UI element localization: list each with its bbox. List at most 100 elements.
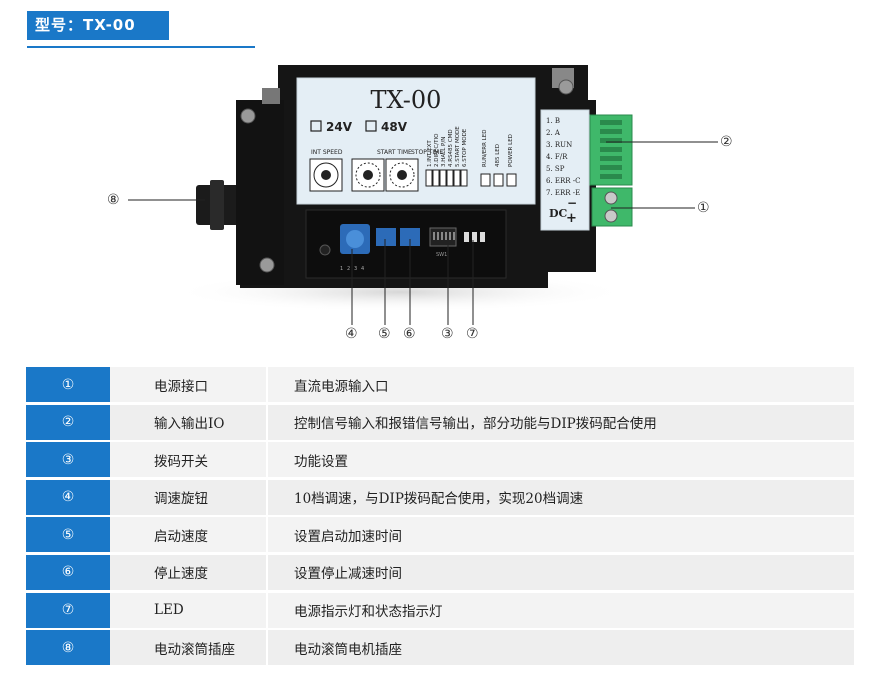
dip-diagram-1 <box>425 169 433 187</box>
knob-label-stop-time: STOP TIME <box>411 149 443 156</box>
dip-label-4: 4.RS485 CMD <box>448 129 454 167</box>
board-pin-label-1: 1 <box>340 266 343 272</box>
screw-top-left <box>240 108 256 124</box>
io-pin-6: 6. ERR -C <box>546 177 581 185</box>
callout-8: ⑧ <box>107 192 120 208</box>
row-number: ④ <box>26 479 110 515</box>
io-terminal-slot-2 <box>600 129 622 134</box>
board-pin-label-4: 4 <box>361 266 364 272</box>
io-terminal-slot-6 <box>600 165 622 170</box>
row-name: 调速旋钮 <box>110 479 268 515</box>
dip-switch-diagram <box>425 169 468 187</box>
row-description: 10档调速，与DIP拨码配合使用，实现20档调速 <box>294 491 584 508</box>
table-row: ① 电源接口 直流电源输入口 <box>26 367 854 402</box>
table-row: ④ 调速旋钮 10档调速，与DIP拨码配合使用，实现20档调速 <box>26 479 854 515</box>
dip-diagram-3 <box>439 169 447 187</box>
row-number: ① <box>26 367 110 402</box>
voltage-box-24v <box>310 120 322 132</box>
dc-terminal-screw-1 <box>604 191 618 205</box>
knob-label-start-time: START TIME <box>377 149 412 156</box>
stop-time-dial-icon <box>389 162 415 188</box>
model-title: 型号：TX-00 <box>27 11 169 40</box>
table-row: ② 输入输出IO 控制信号输入和报错信号输出，部分功能与DIP拨码配合使用 <box>26 404 854 440</box>
mount-tab-left <box>262 88 280 104</box>
dip-switch-lever-3[interactable] <box>441 232 443 240</box>
dip-label-3: 3.HALL P/N <box>441 137 447 167</box>
callout-6: ⑥ <box>403 326 416 342</box>
row-description: 控制信号输入和报错信号输出，部分功能与DIP拨码配合使用 <box>294 416 657 433</box>
io-pin-5: 5. SP <box>546 165 565 173</box>
led-diagram-485 <box>493 173 504 187</box>
stop-time-pot[interactable] <box>400 228 420 246</box>
dip-label-6: 6.STOP MODE <box>462 128 468 167</box>
device-left-wing <box>236 100 284 285</box>
row-name: 电源接口 <box>110 367 268 402</box>
voltage-48v-label: 48V <box>381 120 408 134</box>
row-name: 启动速度 <box>110 517 268 553</box>
row-description: 电源指示灯和状态指示灯 <box>294 604 443 621</box>
knob-label-int-speed: INT SPEED <box>311 149 343 156</box>
table-row: ⑤ 启动速度 设置启动加速时间 <box>26 517 854 553</box>
led-power <box>480 232 485 242</box>
dip-switch-lever-4[interactable] <box>445 232 447 240</box>
dip-diagram-4 <box>446 169 454 187</box>
dip-diagram-5 <box>453 169 461 187</box>
row-description: 功能设置 <box>294 453 348 470</box>
io-label-panel <box>540 109 590 231</box>
dip-switch-lever-5[interactable] <box>449 232 451 240</box>
io-pin-3: 3. RUN <box>546 141 572 149</box>
dip-label-2: 2.DIREC/TIO <box>434 133 440 167</box>
row-name: 输入输出IO <box>110 404 268 440</box>
led-label-run-err: RUN/ERR LED <box>482 130 488 167</box>
row-name: 拨码开关 <box>110 442 268 478</box>
row-description: 电动滚筒电机插座 <box>294 641 402 658</box>
row-name: LED <box>110 592 268 628</box>
table-row: ⑥ 停止速度 设置停止减速时间 <box>26 554 854 590</box>
dip-diagram-6 <box>460 169 468 187</box>
io-terminal-slot-5 <box>600 156 622 161</box>
row-description: 设置启动加速时间 <box>294 528 402 545</box>
start-time-dial-icon <box>355 162 381 188</box>
io-terminal-slot-3 <box>600 138 622 143</box>
panel-title: TX-00 <box>371 86 442 114</box>
dc-minus: − <box>567 196 577 210</box>
dc-plus: + <box>566 211 577 226</box>
dip-switch-lever-2[interactable] <box>437 232 439 240</box>
io-pin-2: 2. A <box>546 129 561 137</box>
title-underline <box>27 46 255 48</box>
dip-small-label: SW1 <box>436 252 447 258</box>
row-name: 电动滚筒插座 <box>110 630 268 666</box>
device-illustration: TX-00 24V 48V INT SPEED START TIME STOP … <box>0 60 885 350</box>
led-485 <box>472 232 477 242</box>
board-pin-label-2: 2 <box>347 266 350 272</box>
row-number: ⑧ <box>26 630 110 666</box>
led-label-485: 485 LED <box>495 144 501 167</box>
row-number: ⑦ <box>26 592 110 628</box>
row-description: 直流电源输入口 <box>294 378 389 395</box>
dip-label-1: 1.INT/EXT <box>427 140 433 167</box>
callout-1: ① <box>697 200 710 216</box>
led-run <box>464 232 469 242</box>
dip-diagram-2 <box>432 169 440 187</box>
speed-knob-dial[interactable] <box>346 230 364 248</box>
io-terminal-slot-7 <box>600 174 622 179</box>
dip-switch-lever-6[interactable] <box>453 232 455 240</box>
row-description: 设置停止减速时间 <box>294 566 402 583</box>
callout-3: ③ <box>441 326 454 342</box>
start-time-pot[interactable] <box>376 228 396 246</box>
start-time-dial-center <box>363 170 373 180</box>
row-number: ⑥ <box>26 554 110 590</box>
row-number: ② <box>26 404 110 440</box>
io-pin-7: 7. ERR -E <box>546 189 580 197</box>
io-terminal-slot-4 <box>600 147 622 152</box>
dip-switch-lever-1[interactable] <box>433 232 435 240</box>
dip-label-5: 5.START MODE <box>455 126 461 167</box>
table-row: ⑧ 电动滚筒插座 电动滚筒电机插座 <box>26 630 854 666</box>
callout-7: ⑦ <box>466 326 479 342</box>
int-speed-dial-center <box>321 170 331 180</box>
roller-socket-ring <box>210 180 224 230</box>
table-row: ③ 拨码开关 功能设置 <box>26 442 854 478</box>
io-pin-4: 4. F/R <box>546 153 568 161</box>
stop-time-dial-center <box>397 170 407 180</box>
device-svg: TX-00 24V 48V INT SPEED START TIME STOP … <box>128 65 718 325</box>
